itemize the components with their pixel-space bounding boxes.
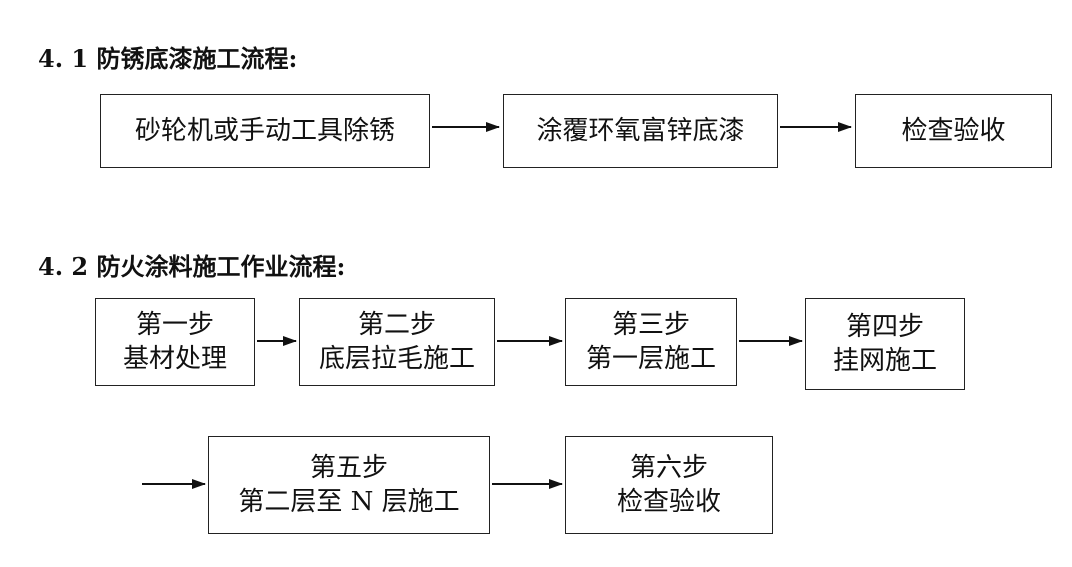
step-label: 检查验收 <box>616 487 721 517</box>
section-1-heading: 4. 1 防锈底漆施工流程: <box>38 44 298 73</box>
step-label: 第二层至 N 层施工 <box>238 487 460 517</box>
step-label: 第一层施工 <box>585 344 716 374</box>
step-label: 涂覆环氧富锌底漆 <box>536 116 745 146</box>
step-number: 第六步 <box>629 453 708 483</box>
step-number: 第三步 <box>611 310 690 340</box>
flow-step-derusting: 砂轮机或手动工具除锈 <box>100 94 430 168</box>
step-label: 挂网施工 <box>832 346 937 376</box>
step-label: 检查验收 <box>901 116 1006 146</box>
step-label: 砂轮机或手动工具除锈 <box>134 116 395 146</box>
flow-step-5: 第五步 第二层至 N 层施工 <box>208 436 490 534</box>
flow-step-6: 第六步 检查验收 <box>565 436 773 534</box>
step-number: 第一步 <box>135 310 214 340</box>
section-2-heading: 4. 2 防火涂料施工作业流程: <box>38 252 346 281</box>
flow-step-primer-coating: 涂覆环氧富锌底漆 <box>503 94 778 168</box>
flow-step-4: 第四步 挂网施工 <box>805 298 965 390</box>
step-number: 第五步 <box>309 453 388 483</box>
step-number: 第二步 <box>357 310 436 340</box>
step-label: 底层拉毛施工 <box>318 344 475 374</box>
flow-step-1: 第一步 基材处理 <box>95 298 255 386</box>
flow-step-inspection: 检查验收 <box>855 94 1052 168</box>
flow-step-3: 第三步 第一层施工 <box>565 298 737 386</box>
step-label: 基材处理 <box>122 344 227 374</box>
flow-step-2: 第二步 底层拉毛施工 <box>299 298 495 386</box>
step-number: 第四步 <box>845 312 924 342</box>
